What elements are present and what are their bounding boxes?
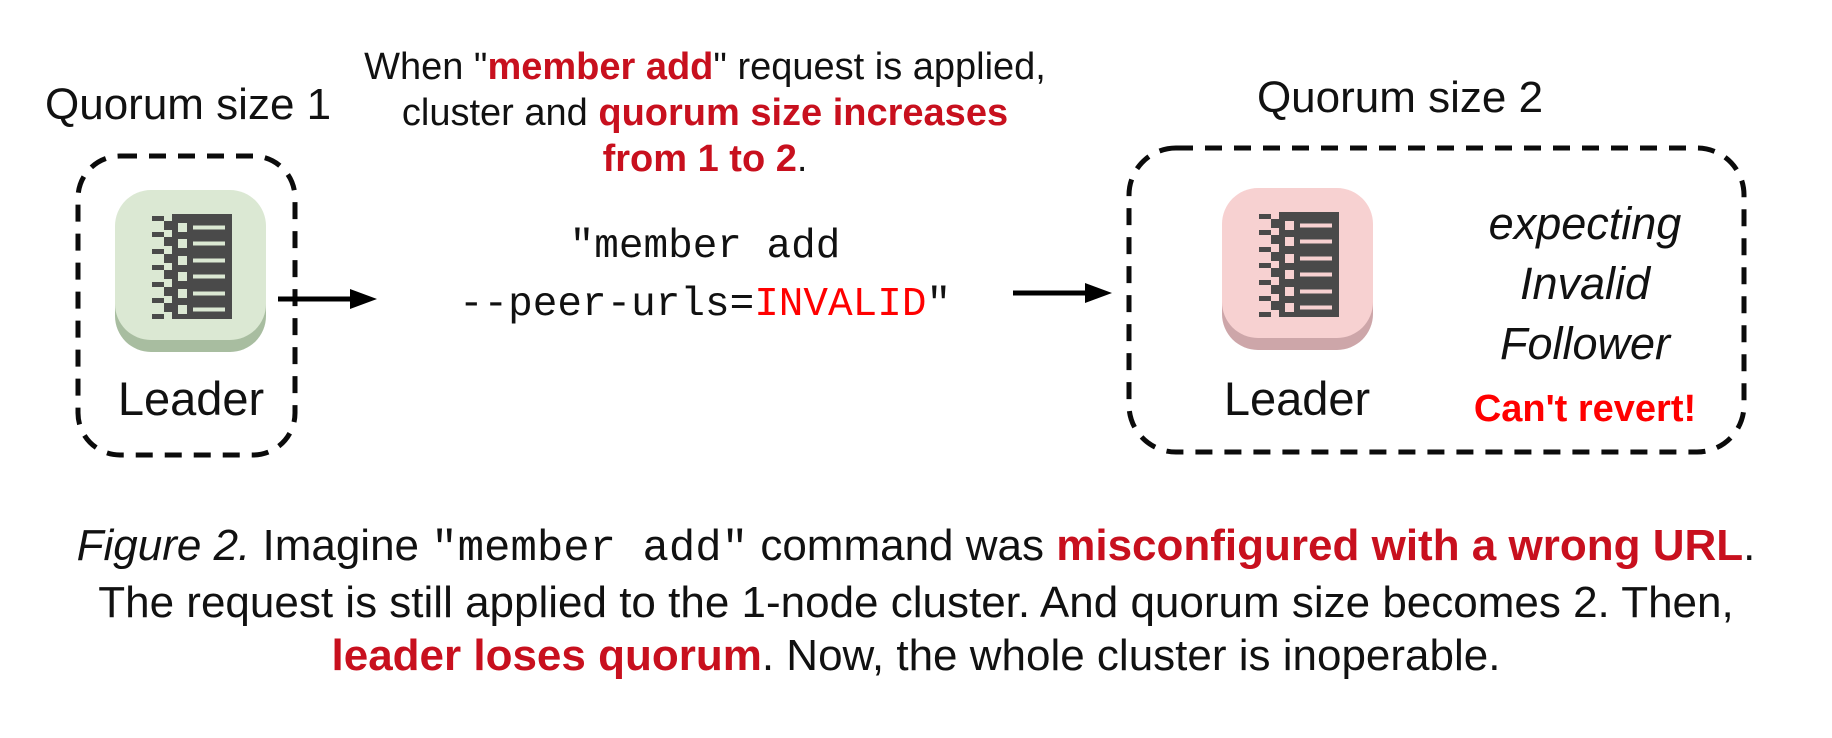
member-add-command: "member add --peer-urls=INVALID" (400, 218, 1010, 334)
text-line: cluster and quorum size increases (401, 92, 1009, 134)
text-line: "member add (569, 224, 841, 270)
text-line: --peer-urls=INVALID" (458, 282, 952, 328)
right-cluster-title: Quorum size 2 (1256, 73, 1544, 122)
member-add-note: When "member add" request is applied,clu… (335, 44, 1075, 182)
text-line: leader loses quorum. Now, the whole clus… (331, 631, 1501, 680)
text-line: from 1 to 2. (602, 138, 808, 180)
arrow-left-to-command (278, 289, 377, 309)
left-cluster-title: Quorum size 1 (45, 80, 332, 129)
text-line: expecting (1488, 198, 1682, 249)
text-line: Follower (1499, 318, 1671, 369)
cant-revert-warning: Can't revert! (1473, 388, 1697, 430)
figure-caption: Figure 2. Imagine "member add" command w… (0, 519, 1832, 682)
arrow-command-to-right (1013, 283, 1112, 303)
right-cluster-boundary (1126, 145, 1747, 455)
text-line: Figure 2. Imagine "member add" command w… (76, 521, 1756, 574)
leader-node-icon-green (115, 190, 266, 352)
text-line: The request is still applied to the 1-no… (98, 578, 1734, 627)
etcd-server-glyph (1259, 212, 1339, 317)
left-leader-label: Leader (117, 372, 265, 425)
etcd-server-glyph (152, 214, 232, 319)
text-line: Invalid (1519, 258, 1651, 309)
text-line: When "member add" request is applied, (364, 46, 1046, 88)
right-leader-label: Leader (1223, 372, 1371, 425)
left-cluster-boundary (75, 153, 298, 458)
leader-node-icon-pink (1222, 188, 1373, 350)
